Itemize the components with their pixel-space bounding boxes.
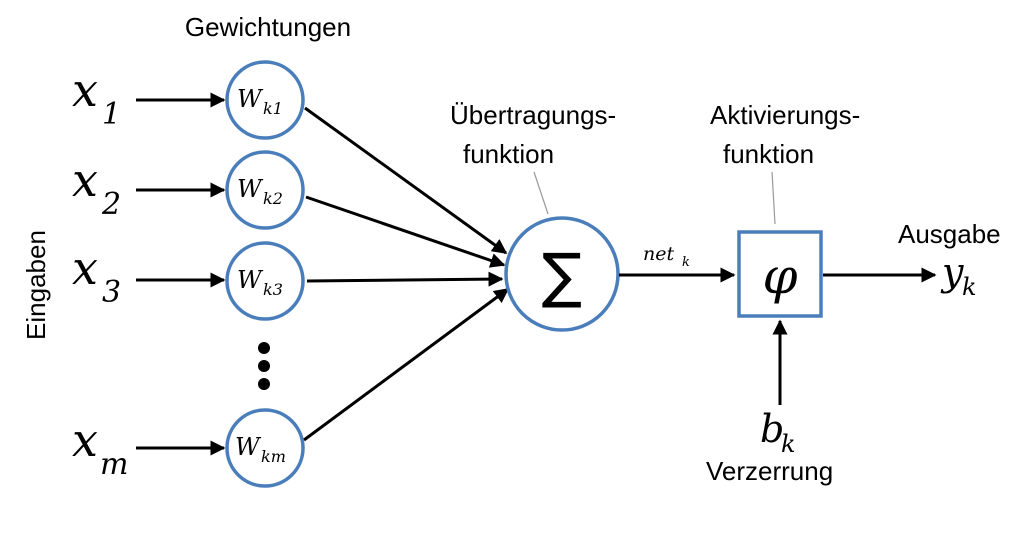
- svg-text:k3: k3: [263, 280, 283, 299]
- svg-text:x: x: [72, 153, 98, 207]
- ellipsis-dots: [258, 342, 270, 390]
- activation-label-line2: funktion: [723, 139, 814, 169]
- svg-text:y: y: [940, 250, 964, 294]
- weight-node-km: W km: [225, 408, 305, 488]
- svg-text:b: b: [760, 407, 784, 451]
- weight-node-k2: W k2: [225, 150, 305, 230]
- svg-text:k1: k1: [263, 99, 283, 118]
- output-label: Ausgabe: [898, 219, 1001, 249]
- sum-symbol: ∑: [542, 241, 582, 311]
- input-x2: x 2: [72, 153, 121, 222]
- bias-label: Verzerrung: [706, 456, 833, 486]
- weight-arrow-2: [305, 195, 506, 268]
- svg-text:3: 3: [102, 275, 121, 310]
- input-x3: x 3: [72, 241, 121, 310]
- svg-text:k: k: [781, 430, 796, 458]
- transfer-leader-line: [533, 171, 549, 215]
- weight-arrow-m: [303, 287, 510, 442]
- svg-text:W: W: [237, 85, 264, 113]
- net-label: net k: [643, 243, 690, 270]
- transfer-label-line1: Übertragungs-: [450, 100, 616, 130]
- svg-text:x: x: [72, 413, 98, 467]
- svg-text:k: k: [682, 255, 690, 270]
- svg-text:k2: k2: [263, 189, 283, 208]
- svg-text:k: k: [962, 273, 977, 301]
- input-x1: x 1: [72, 63, 121, 132]
- svg-text:x: x: [72, 241, 98, 295]
- svg-text:x: x: [72, 63, 98, 117]
- transfer-label-line2: funktion: [463, 139, 554, 169]
- weight-arrow-3: [306, 271, 504, 287]
- input-xm: x m: [72, 413, 128, 482]
- svg-text:net: net: [643, 243, 674, 265]
- svg-text:m: m: [100, 447, 128, 482]
- bias-variable: b k: [760, 407, 796, 458]
- activation-symbol: φ: [762, 247, 797, 305]
- weight-node-k1: W k1: [225, 60, 305, 140]
- weights-label: Gewichtungen: [185, 12, 351, 42]
- svg-text:W: W: [237, 175, 264, 203]
- svg-text:2: 2: [101, 187, 121, 222]
- output-variable: y k: [940, 250, 977, 301]
- svg-text:W: W: [235, 433, 262, 461]
- activation-leader-line: [771, 171, 776, 225]
- svg-text:W: W: [237, 266, 264, 294]
- svg-text:1: 1: [102, 97, 121, 132]
- activation-label-line1: Aktivierungs-: [710, 100, 860, 130]
- sum-node: ∑: [504, 216, 620, 332]
- svg-text:km: km: [261, 447, 286, 466]
- weight-node-k3: W k3: [225, 241, 305, 321]
- activation-node: φ: [737, 230, 823, 318]
- inputs-label: Eingaben: [21, 230, 51, 340]
- weight-arrow-1: [304, 106, 508, 255]
